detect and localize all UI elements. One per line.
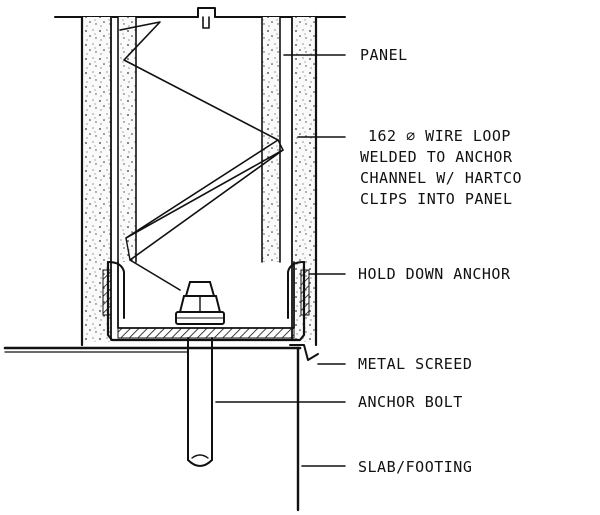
bolt-nut	[175, 281, 225, 325]
label-panel: PANEL	[360, 46, 408, 64]
label-anchor-bolt: ANCHOR BOLT	[358, 393, 463, 411]
label-wire-loop-2: WELDED TO ANCHOR	[360, 148, 513, 166]
leaders	[215, 54, 346, 467]
wire-loop	[119, 21, 284, 291]
label-slab-footing: SLAB/FOOTING	[358, 458, 472, 476]
label-hold-down-anchor: HOLD DOWN ANCHOR	[358, 265, 511, 283]
slab	[3, 344, 319, 512]
anchor-bolt-shaft	[187, 337, 213, 467]
label-wire-loop-1: 162 ∅ WIRE LOOP	[368, 127, 511, 145]
left-panel	[80, 15, 137, 347]
anchor-channel	[102, 260, 310, 342]
label-metal-screed: METAL SCREED	[358, 355, 472, 373]
right-panel	[261, 15, 318, 347]
label-wire-loop-4: CLIPS INTO PANEL	[360, 190, 513, 208]
label-wire-loop-3: CHANNEL W/ HARTCO	[360, 169, 522, 187]
